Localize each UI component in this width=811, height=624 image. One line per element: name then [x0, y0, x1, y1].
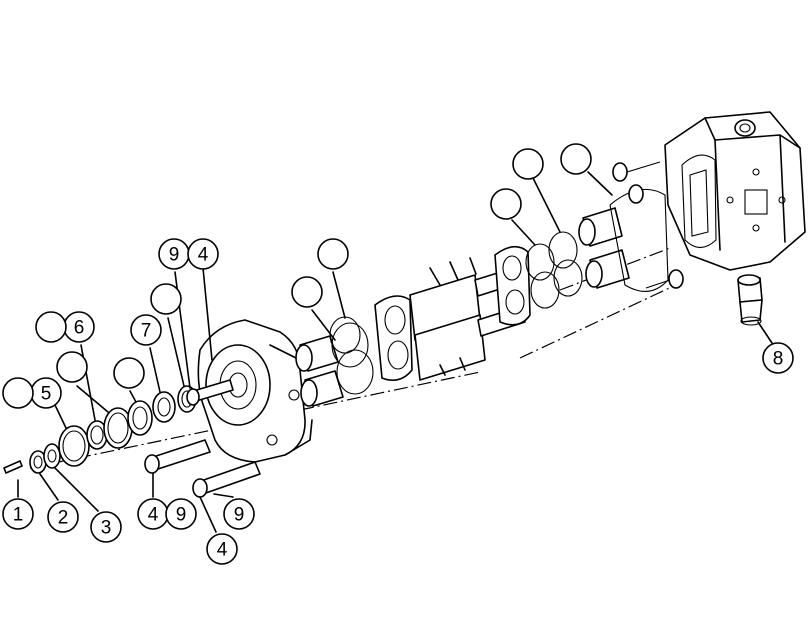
- callout-number: 9: [176, 505, 187, 526]
- callout-circle: [90, 511, 122, 543]
- retaining-ring: [54, 404, 90, 467]
- callout-circle: [512, 148, 544, 180]
- callout-circle: [560, 143, 592, 175]
- callout-circle: [317, 238, 349, 270]
- callout-circle: [113, 357, 145, 389]
- spacer-ring: [149, 347, 176, 423]
- callout-blank-14: [150, 283, 182, 315]
- callout-number: 1: [13, 505, 24, 526]
- dowel-pin-top: [612, 161, 661, 182]
- front-cover: [197, 267, 313, 463]
- callout-circle: [165, 498, 197, 530]
- bearing-ring: [127, 390, 153, 436]
- callout-circle: [762, 342, 794, 374]
- callout-blank-21: [490, 188, 522, 220]
- callout-circle: [2, 498, 34, 530]
- callout-blank-10: [35, 311, 67, 343]
- bolt-lower-center: [192, 461, 261, 533]
- callout-blank-12: [113, 357, 145, 389]
- callout-number: 4: [217, 540, 228, 561]
- callout-circle: [47, 501, 79, 533]
- callout-circle: [187, 238, 219, 270]
- washer: [43, 443, 99, 512]
- callout-9-4: 9: [165, 498, 197, 530]
- callout-circle: [2, 377, 34, 409]
- seal-rear-figure8: [511, 177, 583, 309]
- callout-number: 8: [773, 349, 784, 370]
- callout-blank-8: [2, 377, 34, 409]
- dowel-pin-bottom: [645, 269, 684, 289]
- callout-blank-11: [56, 351, 88, 383]
- bushing-rear-top: [578, 207, 623, 247]
- callout-8-22: 8: [762, 342, 794, 374]
- callout-circle: [490, 188, 522, 220]
- key-pin: [3, 460, 23, 498]
- callout-circle: [206, 533, 238, 565]
- callout-9-5: 9: [223, 498, 255, 530]
- callout-number: 6: [74, 318, 85, 339]
- dowel-pin-middle: [628, 184, 644, 204]
- callout-circle: [150, 283, 182, 315]
- callout-circle: [130, 314, 162, 346]
- bolt-lower-left: [144, 439, 211, 498]
- wear-plate-rear: [494, 245, 531, 326]
- callout-blank-17: [317, 238, 349, 270]
- callout-7-13: 7: [130, 314, 162, 346]
- callout-number: 4: [198, 245, 209, 266]
- callout-5-7: 5: [30, 377, 62, 409]
- callout-blank-18: [291, 276, 323, 308]
- driven-gear: [414, 314, 486, 381]
- callout-number: 3: [101, 518, 112, 539]
- callout-number: 9: [234, 505, 245, 526]
- callout-2-1: 2: [47, 501, 79, 533]
- port-fitting: [737, 274, 773, 344]
- callout-number: 5: [41, 384, 52, 405]
- pump-body: [664, 111, 806, 271]
- callout-1-0: 1: [2, 498, 34, 530]
- callout-circle: [223, 498, 255, 530]
- bushing-front-top: [295, 335, 339, 372]
- bushing-front-bottom: [300, 370, 344, 407]
- callout-6-9: 6: [63, 311, 95, 343]
- callout-4-6: 4: [206, 533, 238, 565]
- callout-blank-19: [512, 148, 544, 180]
- seal-front-figure8: [311, 271, 374, 395]
- callout-number: 7: [141, 321, 152, 342]
- callout-circle: [56, 351, 88, 383]
- callout-number: 9: [169, 245, 180, 266]
- callout-blank-20: [560, 143, 592, 175]
- callout-9-15: 9: [158, 238, 190, 270]
- callout-4-3: 4: [137, 498, 169, 530]
- callout-3-2: 3: [90, 511, 122, 543]
- callout-number: 4: [148, 505, 159, 526]
- callout-circle: [291, 276, 323, 308]
- callout-4-16: 4: [187, 238, 219, 270]
- callout-circle: [35, 311, 67, 343]
- wear-plate-front: [374, 295, 413, 381]
- bushing-rear-bottom: [585, 249, 630, 289]
- callout-number: 2: [58, 508, 69, 529]
